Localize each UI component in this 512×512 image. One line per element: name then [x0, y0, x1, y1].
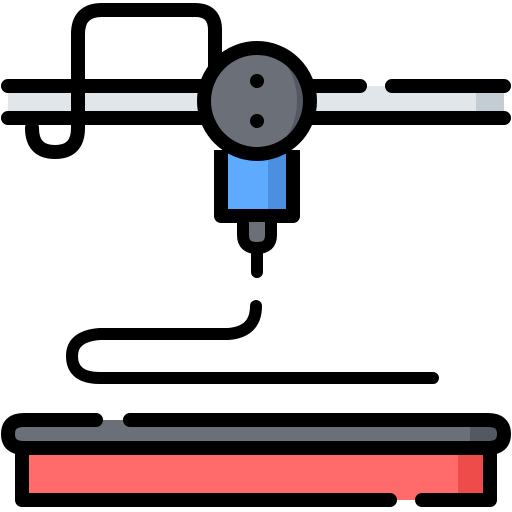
bed-body-outline	[15, 441, 497, 507]
head-fill	[204, 48, 310, 154]
bed-top-outline	[1, 413, 511, 455]
printed-filament	[66, 300, 439, 384]
print-bed	[1, 413, 511, 507]
head-outline	[197, 41, 317, 161]
head-dot-bottom	[250, 114, 264, 128]
bed-body	[22, 448, 490, 500]
cable-loop	[25, 3, 222, 159]
nozzle-housing	[214, 150, 300, 278]
print-head	[197, 41, 317, 161]
head-dot-top	[250, 74, 264, 88]
